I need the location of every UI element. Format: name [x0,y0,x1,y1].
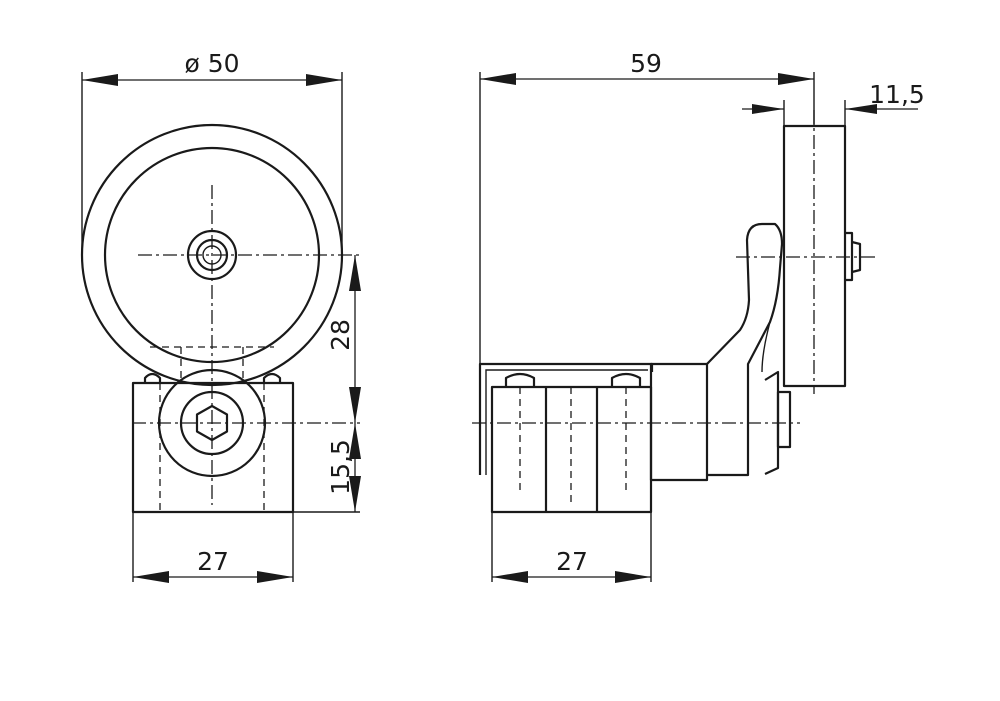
side-view: 59 11,5 27 [472,49,925,583]
dim-front-height-to-axle: 28 [326,319,355,351]
dim-front-diameter: ø 50 [184,49,239,78]
front-lug-right [262,372,282,383]
front-base-block [131,381,295,514]
dim-front-base-width: 27 [197,547,229,576]
dim-side-base-width: 27 [556,547,588,576]
front-lug-left [143,372,162,383]
front-view: ø 50 28 15,5 27 [80,49,361,583]
dim-front-base-height: 15,5 [326,439,355,495]
side-lever-arm [706,222,784,477]
dim-side-overall-length: 59 [630,49,662,78]
side-axle-nut [845,231,854,282]
side-nut [776,390,792,449]
side-hub [649,362,709,482]
dim-side-roller-width: 11,5 [869,80,925,109]
